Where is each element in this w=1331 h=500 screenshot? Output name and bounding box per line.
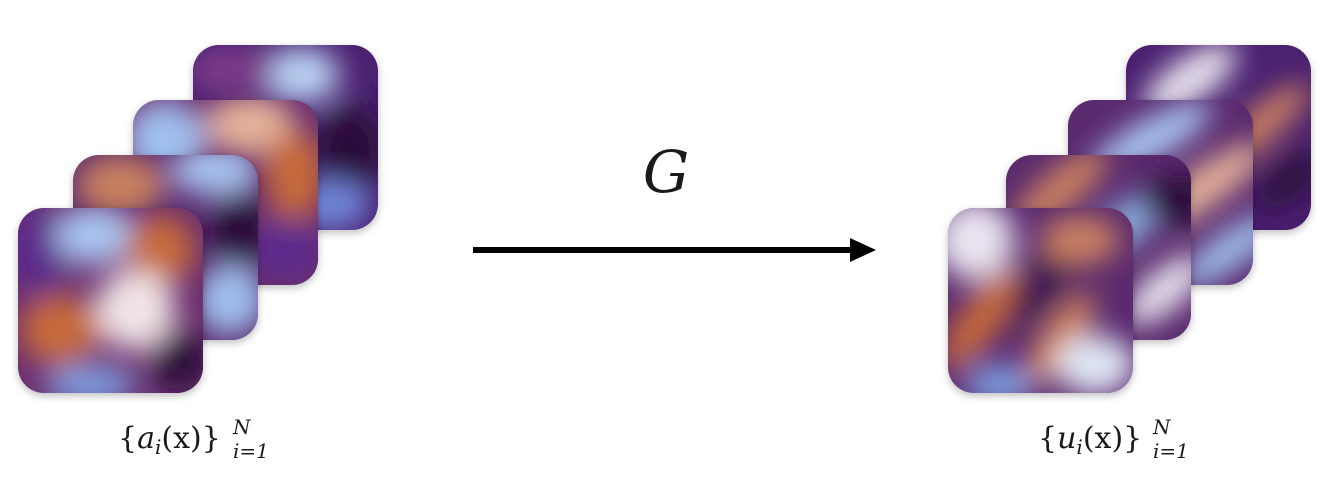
output-index: i [1076, 435, 1082, 459]
svg-text:{ai(x)}: {ai(x)} [118, 421, 221, 459]
svg-text:{ui(x)}: {ui(x)} [1038, 421, 1142, 459]
input-field-stack [18, 45, 378, 393]
input-field-tile [18, 208, 203, 393]
input-upper-limit: N [232, 415, 252, 439]
output-upper-limit: N [1152, 415, 1172, 439]
input-argument: (x) [161, 421, 201, 456]
input-open-brace: { [118, 421, 137, 456]
output-open-brace: { [1038, 421, 1057, 456]
operator-arrow [473, 238, 876, 262]
output-field-stack [948, 45, 1311, 393]
output-close-brace: } [1123, 421, 1142, 456]
operator-symbol: G [643, 138, 689, 206]
input-index: i [155, 435, 161, 459]
output-lower-limit: i=1 [1153, 439, 1189, 463]
output-field-tile [948, 208, 1133, 393]
output-argument: (x) [1083, 421, 1123, 456]
input-set-label: {ai(x)} N i=1 [118, 415, 269, 463]
output-set-label: {ui(x)} N i=1 [1038, 415, 1189, 463]
output-function-symbol: u [1057, 421, 1076, 456]
input-lower-limit: i=1 [233, 439, 269, 463]
input-function-symbol: a [137, 421, 155, 456]
input-close-brace: } [202, 421, 221, 456]
